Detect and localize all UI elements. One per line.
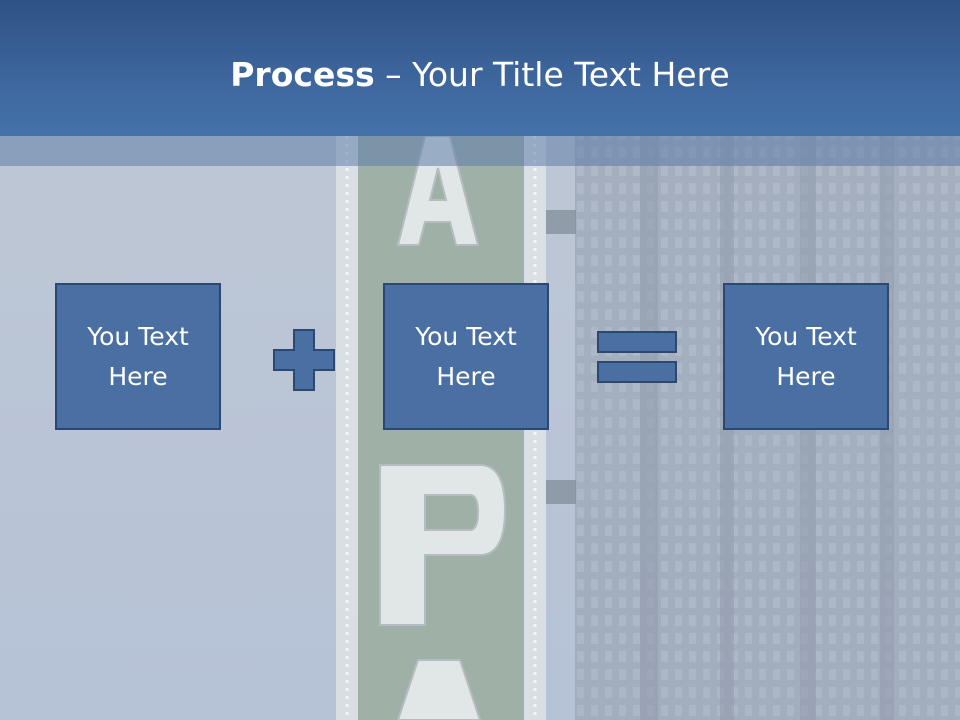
title-rest: – Your Title Text Here (374, 55, 730, 94)
process-box-1-text: You Text Here (87, 321, 189, 391)
title-bold: Process (230, 55, 375, 94)
process-box-3[interactable]: You Text Here (723, 283, 889, 430)
plus-icon (273, 329, 335, 391)
title-sub-band (0, 136, 960, 166)
process-box-1[interactable]: You Text Here (55, 283, 221, 430)
process-box-2-text: You Text Here (415, 321, 517, 391)
slide-title: Process – Your Title Text Here (0, 52, 960, 98)
process-box-3-text: You Text Here (755, 321, 857, 391)
title-bar (0, 0, 960, 136)
equals-icon (597, 331, 677, 383)
process-box-2[interactable]: You Text Here (383, 283, 549, 430)
